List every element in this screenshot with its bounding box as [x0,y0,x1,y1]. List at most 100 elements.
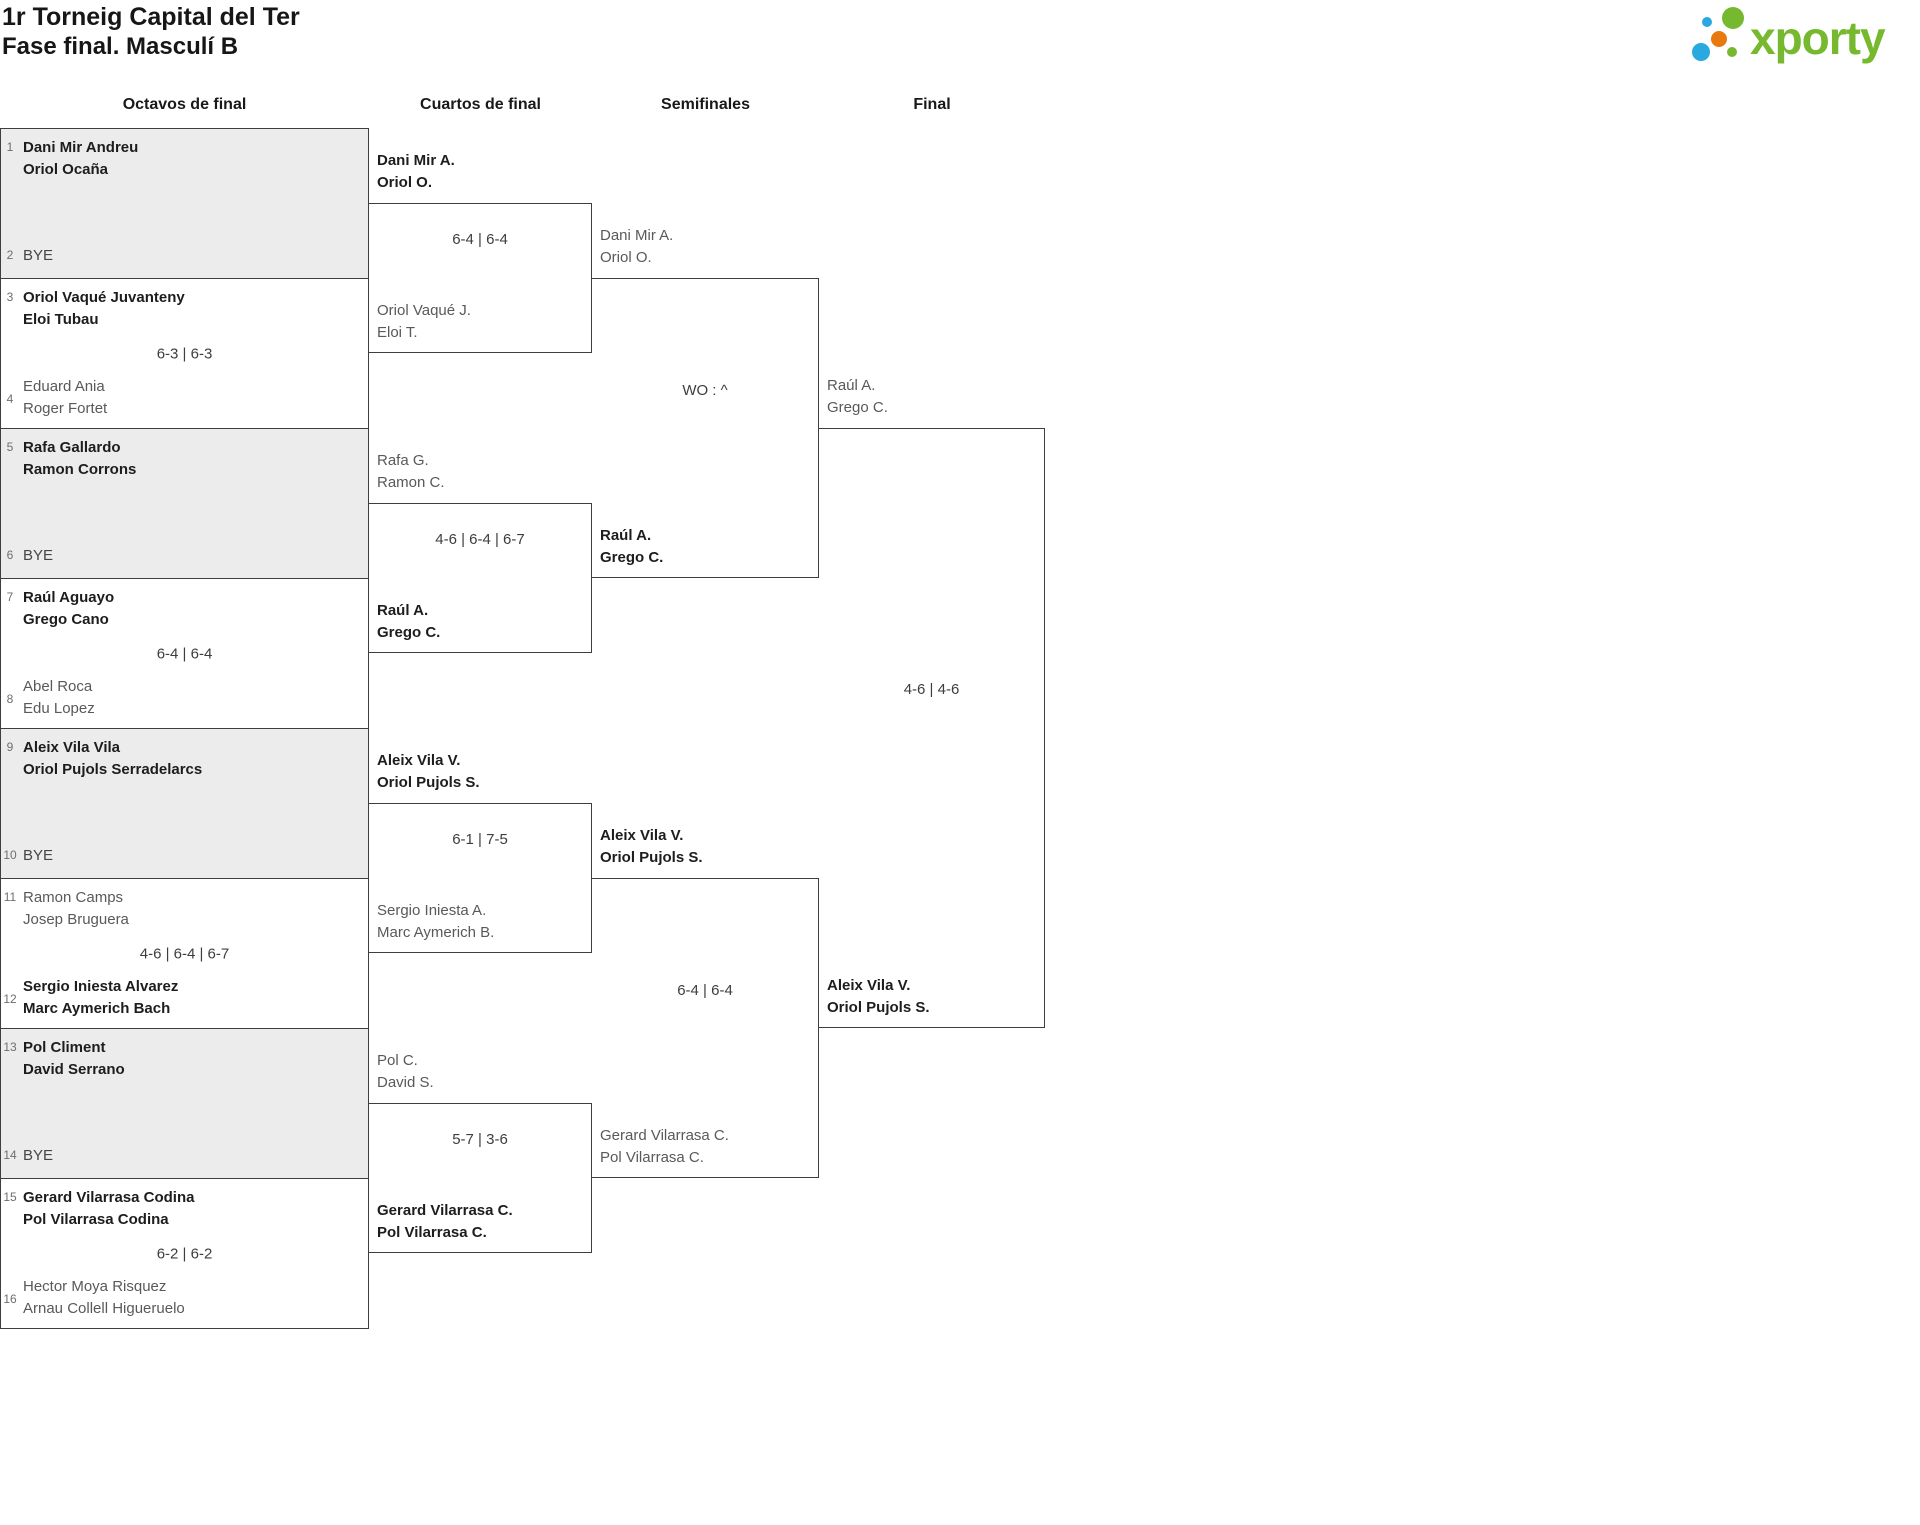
player-1: Oriol Vaqué J. [377,302,471,319]
player-2: Edu Lopez [23,700,95,717]
brand-wordmark: xporty [1750,12,1886,64]
team-name: Raúl A. Grego C. [600,525,663,569]
player-2: David Serrano [23,1061,125,1078]
match-score: 6-1 | 7-5 [452,831,508,848]
seed-number: 16 [3,1292,17,1306]
player-1: Ramon Camps [23,889,124,906]
player-1: Aleix Vila V. [827,977,911,994]
bye-label: BYE [23,1147,54,1164]
player-1: Raúl A. [377,602,429,619]
player-1: Rafa G. [377,452,429,469]
bye-label: BYE [23,847,54,864]
player-2: Oriol Ocaña [23,161,109,178]
bye-label: BYE [23,247,54,264]
match-score: 6-3 | 6-3 [156,345,213,362]
player-2: Oriol Pujols S. [827,999,930,1016]
seed-number: 4 [6,392,14,406]
page-title: 1r Torneig Capital del Ter [2,3,300,31]
player-1: Hector Moya Risquez [23,1278,167,1295]
match-score: 6-4 | 6-4 [677,982,733,999]
match-score: 5-7 | 3-6 [452,1131,508,1148]
team-name: Hector Moya Risquez Arnau Collell Higuer… [23,1276,185,1320]
sf-match-1: Dani Mir A. Oriol O. WO : ^ Raúl A. Greg… [592,227,819,578]
team-name: Aleix Vila V. Oriol Pujols S. [600,825,703,869]
team-name: Sergio Iniesta A. Marc Aymerich B. [377,900,494,944]
player-2: Roger Fortet [23,400,108,417]
player-2: Pol Vilarrasa C. [600,1149,704,1166]
seed-number: 12 [3,992,17,1006]
player-1: Aleix Vila V. [377,752,461,769]
player-2: Eloi T. [377,324,418,341]
player-2: Grego C. [377,624,441,641]
seed-number: 8 [6,692,14,706]
qf-match-1: Dani Mir A. Oriol O. 6-4 | 6-4 Oriol Vaq… [369,152,592,353]
player-1: Rafa Gallardo [23,439,121,456]
match-score: 4-6 | 6-4 | 6-7 [139,945,230,962]
round-header-octavos: Octavos de final [122,96,247,113]
round-header-semifinales: Semifinales [661,96,750,113]
player-1: Gerard Vilarrasa C. [600,1127,729,1144]
team-name: Sergio Iniesta Alvarez Marc Aymerich Bac… [23,976,178,1020]
team-name: Abel Roca Edu Lopez [23,676,95,720]
player-1: Eduard Ania [23,378,105,395]
match-score: WO : ^ [682,382,728,399]
seed-number: 7 [6,590,14,604]
logo-dot-green-large-icon [1722,7,1744,29]
player-2: Oriol Pujols S. [377,774,480,791]
player-1: Dani Mir A. [600,227,674,244]
player-2: Pol Vilarrasa C. [377,1224,487,1241]
team-name: Dani Mir A. Oriol O. [377,150,455,194]
team-name: Raúl A. Grego C. [377,600,440,644]
player-1: Gerard Vilarrasa C. [377,1202,513,1219]
r16-match-6: 11 Ramon Camps Josep Bruguera 4-6 | 6-4 … [0,878,369,1029]
player-2: David S. [377,1074,434,1091]
player-1: Pol Climent [23,1039,106,1056]
match-score: 4-6 | 4-6 [903,681,960,698]
player-1: Pol C. [377,1052,418,1069]
team-name: Gerard Vilarrasa Codina Pol Vilarrasa Co… [23,1187,194,1231]
team-name: Raúl Aguayo Grego Cano [23,587,114,631]
r16-match-5: 9 Aleix Vila Vila Oriol Pujols Serradela… [0,728,369,879]
player-1: Sergio Iniesta Alvarez [23,978,179,995]
team-name: Pol Climent David Serrano [23,1037,125,1081]
sf-match-2: Aleix Vila V. Oriol Pujols S. 6-4 | 6-4 … [592,827,819,1178]
player-1: Aleix Vila V. [600,827,684,844]
player-1: Abel Roca [23,678,93,695]
player-1: Raúl A. [600,527,652,544]
player-1: Oriol Vaqué Juvanteny [23,289,185,306]
player-2: Marc Aymerich B. [377,924,495,941]
r16-match-7: 13 Pol Climent David Serrano 14 BYE [0,1028,369,1179]
qf-match-2: Rafa G. Ramon C. 4-6 | 6-4 | 6-7 Raúl A.… [369,452,592,653]
r16-match-8: 15 Gerard Vilarrasa Codina Pol Vilarrasa… [0,1178,369,1329]
logo-dot-blue-small-icon [1702,17,1712,27]
player-2: Ramon Corrons [23,461,137,478]
team-name: Oriol Vaqué J. Eloi T. [377,300,471,344]
player-2: Oriol Pujols S. [600,849,703,866]
bye-label: BYE [23,547,54,564]
seed-number: 5 [6,440,14,454]
round-header-cuartos: Cuartos de final [420,96,541,113]
r16-match-1: 1 Dani Mir Andreu Oriol Ocaña 2 BYE [0,128,369,279]
team-name: Dani Mir A. Oriol O. [600,225,673,269]
team-name: Gerard Vilarrasa C. Pol Vilarrasa C. [600,1125,729,1169]
match-score: 6-2 | 6-2 [156,1245,213,1262]
player-1: Dani Mir Andreu [23,139,139,156]
team-name: Pol C. David S. [377,1050,434,1094]
player-2: Oriol O. [377,174,433,191]
player-2: Grego Cano [23,611,109,628]
seed-number: 6 [6,548,14,562]
player-1: Aleix Vila Vila [23,739,121,756]
player-2: Arnau Collell Higueruelo [23,1300,185,1317]
seed-number: 15 [3,1190,17,1204]
seed-number: 3 [6,290,14,304]
logo-dot-green-small-icon [1727,47,1737,57]
seed-number: 1 [6,140,14,154]
seed-number: 11 [3,890,17,904]
player-2: Oriol O. [600,249,652,266]
player-2: Oriol Pujols Serradelarcs [23,761,203,778]
team-name: Eduard Ania Roger Fortet [23,376,107,420]
team-name: Rafa G. Ramon C. [377,450,445,494]
player-2: Ramon C. [377,474,445,491]
player-1: Raúl Aguayo [23,589,115,606]
player-2: Eloi Tubau [23,311,99,328]
